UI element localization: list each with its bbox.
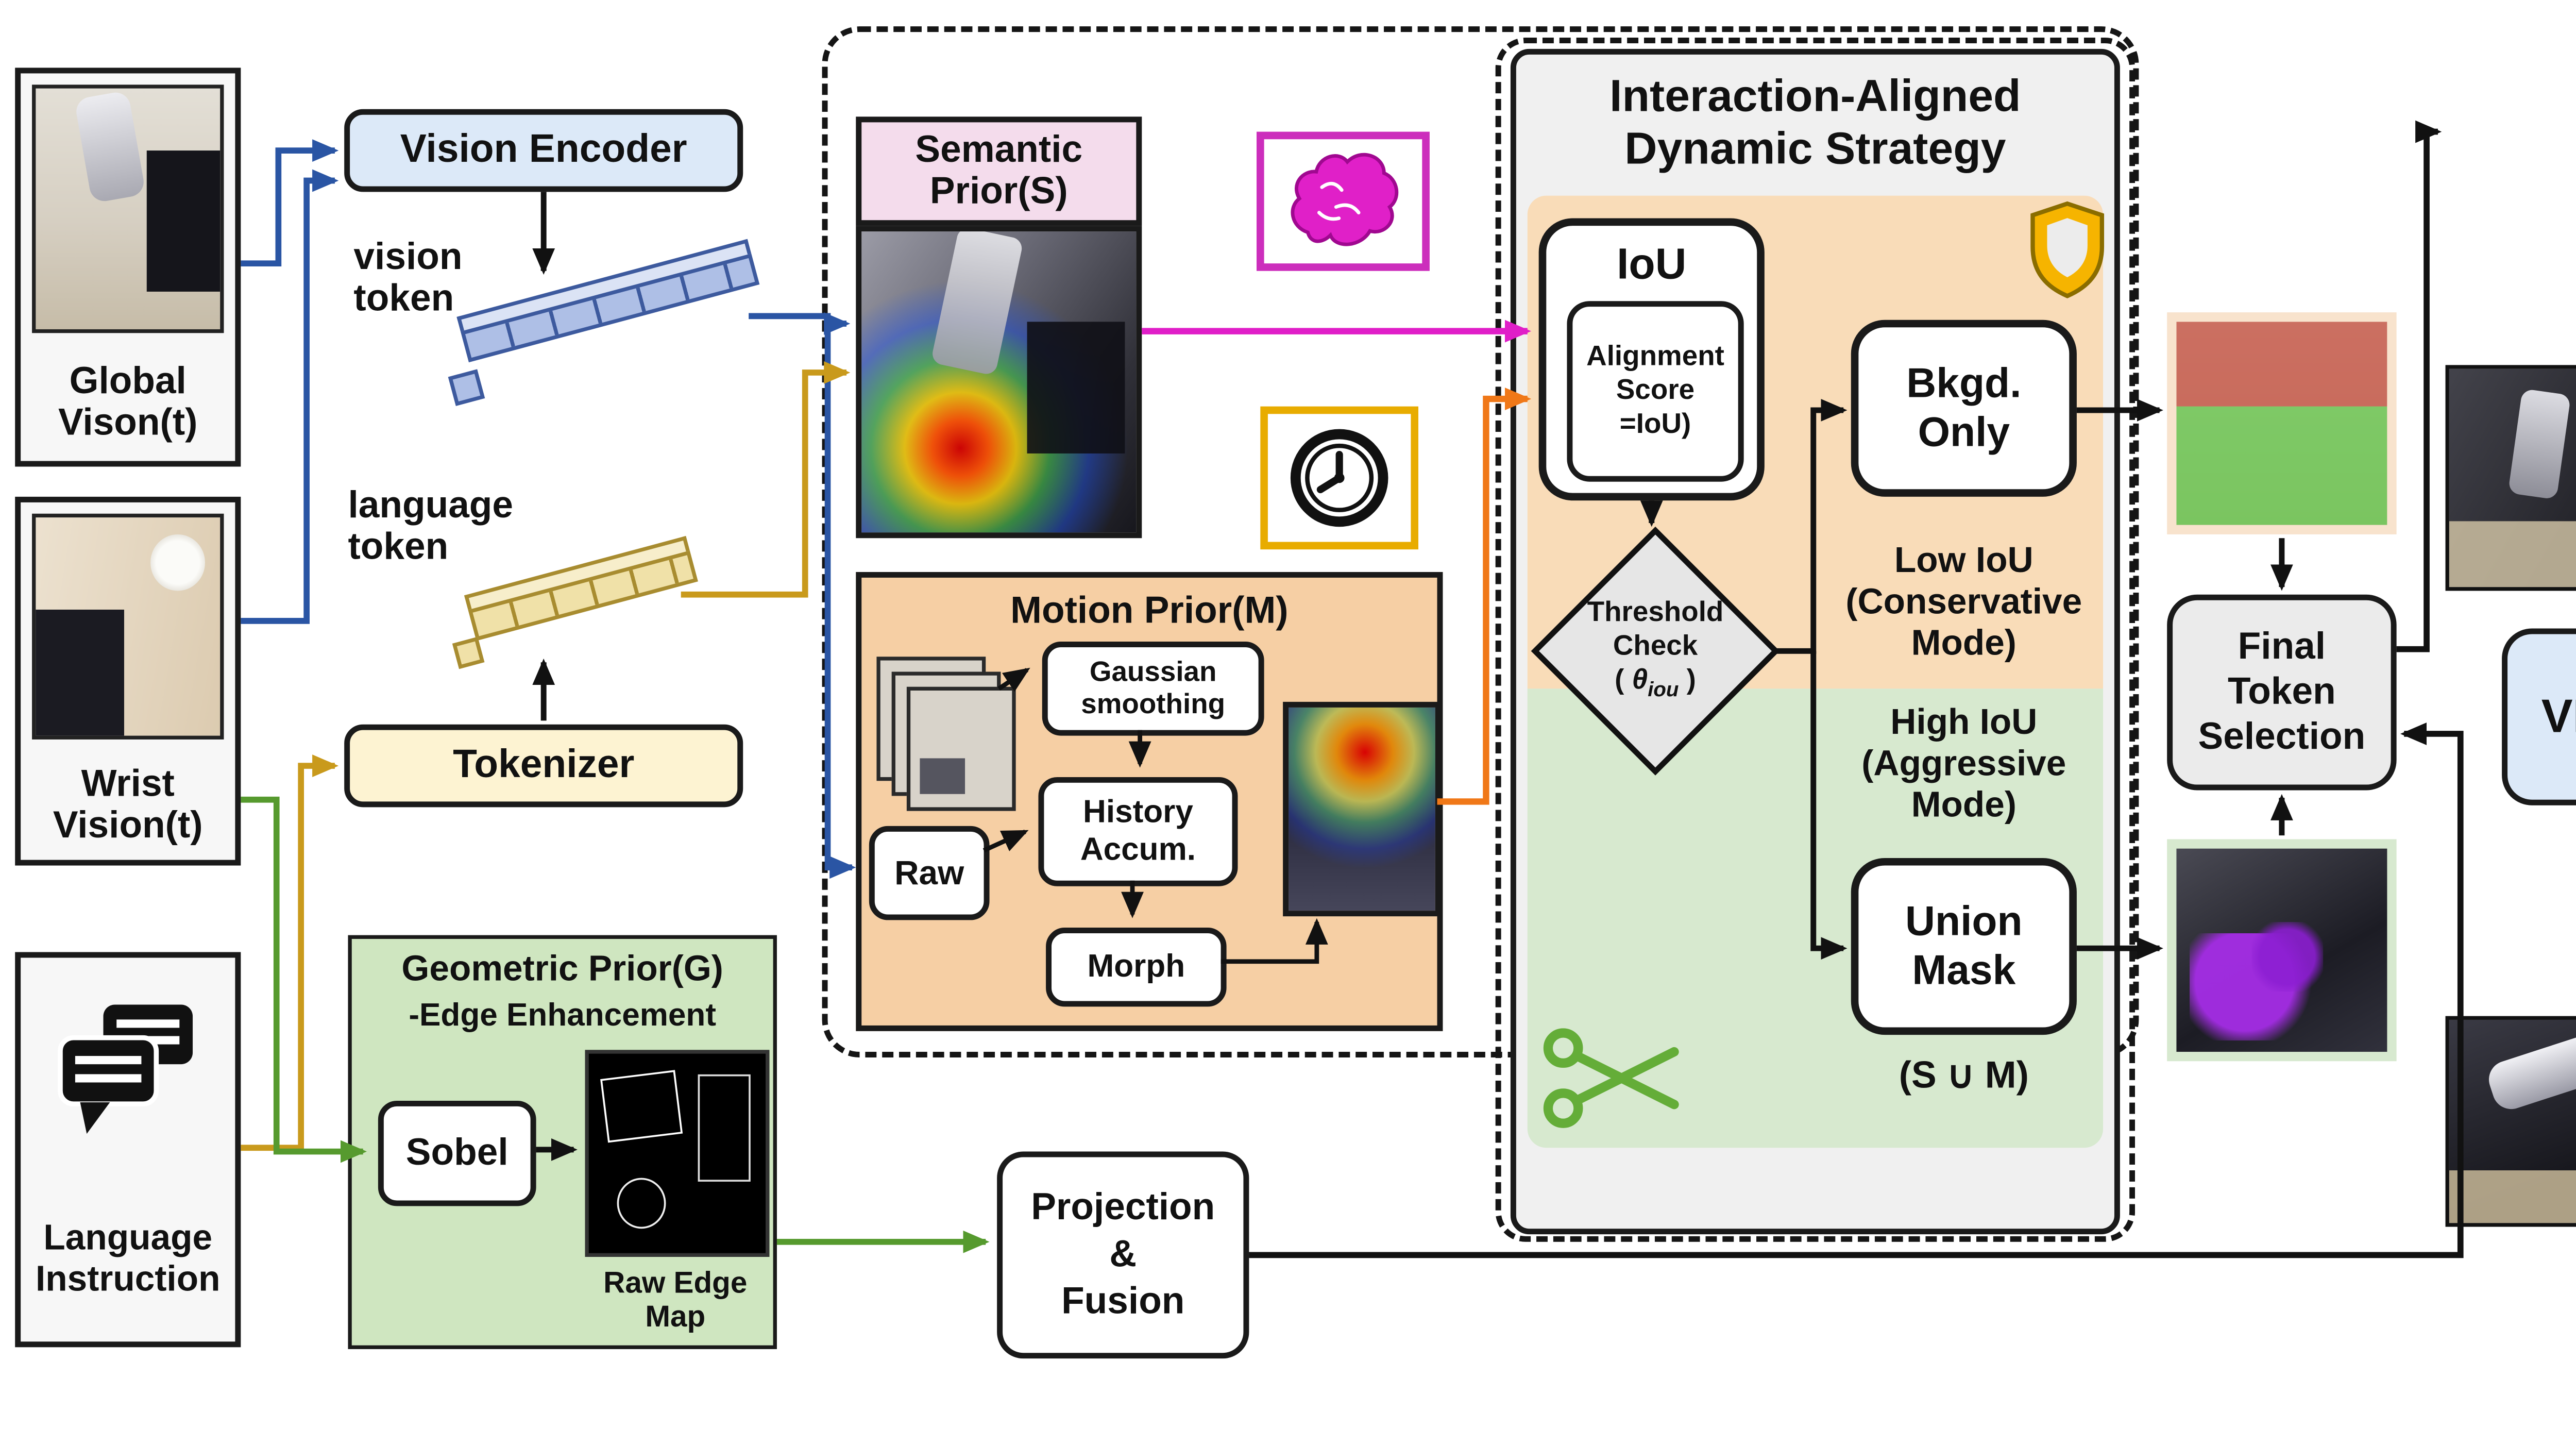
low-iou-label: Low IoU (Conservative Mode) xyxy=(1845,542,2082,664)
sobel-box: Sobel xyxy=(378,1100,536,1206)
raw-edge-map-image xyxy=(585,1050,770,1257)
wrist-vision-label: Wrist Vision(t) xyxy=(53,763,203,847)
selected-token-image-3 xyxy=(2445,1016,2576,1227)
bkgd-only-box: Bkgd. Only xyxy=(1851,320,2077,497)
motion-heatmap xyxy=(1283,701,1441,917)
raw-frames-stack xyxy=(906,686,1016,811)
vla-llm-policy-box: VLA LLM/Policy xyxy=(2502,628,2576,805)
theta-open: ( xyxy=(1615,665,1632,697)
strategy-title: Interaction-Aligned Dynamic Strategy xyxy=(1609,72,2021,175)
language-instruction-card: Language Instruction xyxy=(15,952,241,1348)
clock-icon xyxy=(1260,406,1419,550)
robot-arm-icon xyxy=(2562,881,2576,1238)
theta-subscript: iou xyxy=(1648,680,1679,703)
vision-token-label: vision token xyxy=(353,237,463,321)
threshold-label-1: Threshold xyxy=(1587,597,1724,629)
high-iou-label: High IoU (Aggressive Mode) xyxy=(1861,704,2066,826)
union-output-image xyxy=(2176,848,2387,1052)
history-accum-box: History Accum. xyxy=(1038,777,1238,886)
union-mask-box: Union Mask xyxy=(1851,858,2077,1035)
projection-fusion-box: Projection & Fusion xyxy=(997,1151,1249,1359)
language-token-bar xyxy=(452,536,738,678)
alignment-score-box: Alignment Score =IoU) xyxy=(1567,301,1744,482)
language-instruction-label: Language Instruction xyxy=(36,1219,221,1300)
gaussian-smoothing-box: Gaussian smoothing xyxy=(1042,642,1264,736)
vision-encoder-box: Vision Encoder xyxy=(344,109,743,192)
scissors-icon xyxy=(1539,1016,1689,1140)
motion-prior-title: Motion Prior(M) xyxy=(1010,590,1289,631)
geometric-prior-subtitle: -Edge Enhancement xyxy=(409,997,717,1033)
raw-edge-map-label: Raw Edge Map xyxy=(603,1267,748,1334)
iou-title: IoU xyxy=(1617,238,1687,287)
threshold-label-2: Check xyxy=(1613,631,1698,663)
raw-box: Raw xyxy=(869,826,990,920)
union-output-frame xyxy=(2167,839,2397,1062)
union-formula-label: (S ∪ M) xyxy=(1899,1054,2029,1096)
vision-token-bar xyxy=(448,239,790,425)
tokenizer-box: Tokenizer xyxy=(344,724,743,808)
theta-symbol: θ xyxy=(1632,665,1648,697)
brain-icon xyxy=(1257,131,1430,271)
geometric-prior-box: Geometric Prior(G) -Edge Enhancement Sob… xyxy=(348,935,777,1349)
wrist-vision-card: Wrist Vision(t) xyxy=(15,496,241,866)
threshold-theta: ( θiou ) xyxy=(1615,665,1696,704)
iou-box: IoU Alignment Score =IoU) xyxy=(1538,218,1765,501)
global-vision-label: Global Vison(t) xyxy=(58,360,198,444)
shield-icon xyxy=(2024,196,2111,301)
language-token-label: language token xyxy=(348,485,514,569)
chat-icon xyxy=(47,992,212,1153)
motion-prior-box: Motion Prior(M) Gaussian smoothing Histo… xyxy=(856,572,1443,1031)
wrench-icon xyxy=(2562,962,2576,1145)
bkgd-output-image xyxy=(2176,322,2387,525)
global-vision-image xyxy=(32,85,224,333)
bkgd-output-frame xyxy=(2167,312,2397,534)
global-vision-card: Global Vison(t) xyxy=(15,68,241,467)
threshold-check-diamond: Threshold Check ( θiou ) xyxy=(1528,523,1784,779)
semantic-prior-heatmap xyxy=(856,226,1142,539)
morph-box: Morph xyxy=(1046,928,1227,1007)
semantic-prior-header: Semantic Prior(S) xyxy=(856,116,1142,226)
theta-close: ) xyxy=(1679,665,1696,697)
selected-token-image-1 xyxy=(2445,365,2576,591)
geometric-prior-title: Geometric Prior(G) xyxy=(401,950,723,990)
final-token-selection-box: Final Token Selection xyxy=(2167,594,2397,791)
wrist-vision-image xyxy=(32,513,224,740)
